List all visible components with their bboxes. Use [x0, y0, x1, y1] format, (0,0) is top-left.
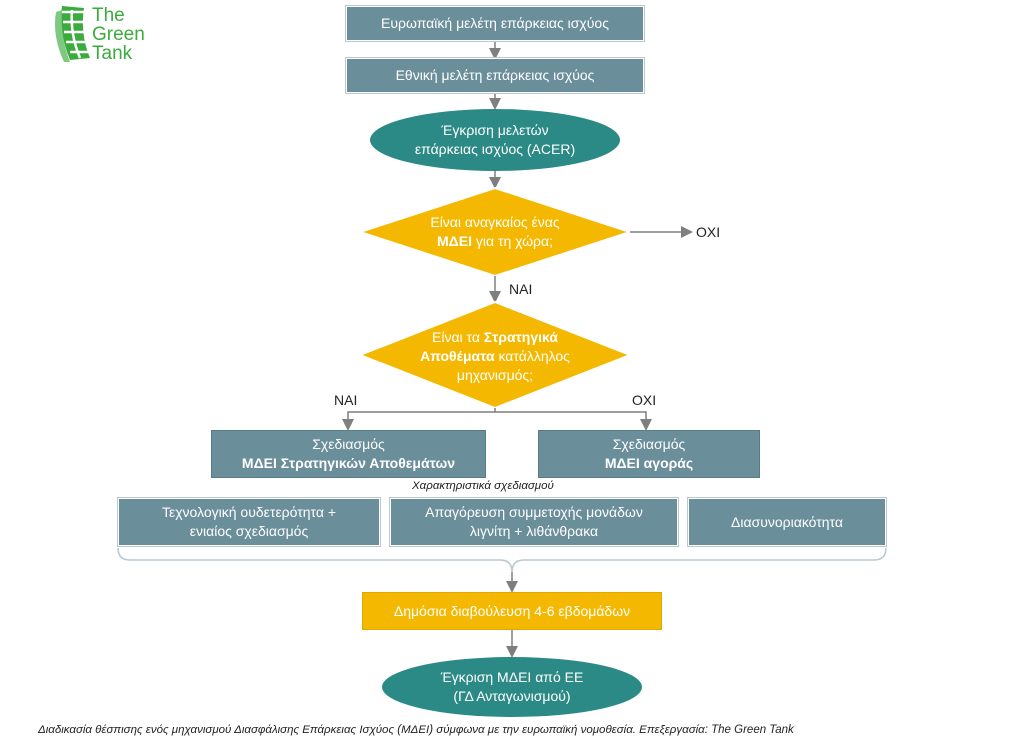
decision2-rest: κατάλληλος [498, 347, 570, 364]
decision1-line2: για τη χώρα; [475, 233, 553, 249]
acer-approval-line2: επάρκειας ισχύος (ACER) [414, 141, 576, 157]
feature-cross-border-box: Διασυνοριακότητα [687, 497, 887, 547]
decision1-bold: ΜΔΕΙ [437, 233, 472, 249]
eu-approval-ellipse: Έγκριση ΜΔΕΙ από ΕΕ (ΓΔ Ανταγωνισμού) [382, 657, 642, 717]
decision2-pre: Είναι τα [432, 328, 480, 345]
eu-approval-line1: Έγκριση ΜΔΕΙ από ΕΕ [440, 669, 584, 685]
design-reserves-line1: Σχεδιασμός [312, 436, 385, 452]
logo-text: The Green Tank [92, 6, 145, 63]
acer-approval-line1: Έγκριση μελετών [441, 122, 549, 138]
decision2-no-label: ΟΧΙ [632, 392, 657, 408]
decision2-bold1: Στρατηγικά [483, 328, 558, 345]
national-study-box: Εθνική μελέτη επάρκειας ισχύος [345, 57, 645, 94]
feature2-line1: Απαγόρευση συμμετοχής μονάδων [425, 504, 643, 520]
features-bracket [117, 547, 887, 573]
decision2-text: Είναι τα Στρατηγικά Αποθέματα κατάλληλος… [385, 326, 605, 386]
decision2-line3: μηχανισμός; [456, 366, 534, 383]
green-tank-logo-icon [55, 6, 90, 62]
figure-caption: Διαδικασία θέσπισης ενός μηχανισμού Διασ… [38, 724, 794, 736]
decision1-yes-label: ΝΑΙ [509, 281, 533, 297]
design-reserves-line2: ΜΔΕΙ Στρατηγικών Αποθεμάτων [241, 455, 456, 471]
acer-approval-ellipse: Έγκριση μελετών επάρκειας ισχύος (ACER) [370, 109, 620, 171]
design-market-box: Σχεδιασμός ΜΔΕΙ αγοράς [538, 430, 760, 478]
design-market-line1: Σχεδιασμός [612, 436, 686, 452]
feature1-line2: ενιαίος σχεδιασμός [189, 523, 309, 539]
feature-coal-ban-box: Απαγόρευση συμμετοχής μονάδων λιγνίτη + … [389, 497, 679, 547]
feature2-line2: λιγνίτη + λιθάνθρακα [469, 523, 599, 539]
public-consultation-box: Δημόσια διαβούλευση 4-6 εβδομάδων [362, 592, 662, 630]
eu-approval-line2: (ΓΔ Ανταγωνισμού) [453, 688, 571, 704]
decision2-bold2: Αποθέματα [420, 347, 495, 364]
feature-tech-neutrality-box: Τεχνολογική ουδετερότητα + ενιαίος σχεδι… [117, 497, 381, 547]
decision1-text: Είναι αναγκαίος ένας ΜΔΕΙ για τη χώρα; [380, 210, 610, 254]
logo-line2: Green [92, 24, 145, 45]
features-heading: Χαρακτηριστικά σχεδιασμού [412, 480, 554, 492]
decision1-no-label: ΟΧΙ [696, 224, 721, 240]
logo-line1: The [92, 5, 125, 26]
decision1-line1: Είναι αναγκαίος ένας [430, 214, 560, 230]
decision2-yes-label: ΝΑΙ [334, 392, 358, 408]
arrow-decision2-no [495, 411, 652, 431]
design-market-line2: ΜΔΕΙ αγοράς [604, 455, 694, 471]
arrow-decision2-yes [342, 408, 496, 431]
european-study-box: Ευρωπαϊκή μελέτη επάρκειας ισχύος [345, 5, 645, 42]
logo-line3: Tank [92, 43, 133, 64]
feature1-line1: Τεχνολογική ουδετερότητα + [161, 504, 337, 520]
design-reserves-box: Σχεδιασμός ΜΔΕΙ Στρατηγικών Αποθεμάτων [211, 430, 486, 478]
